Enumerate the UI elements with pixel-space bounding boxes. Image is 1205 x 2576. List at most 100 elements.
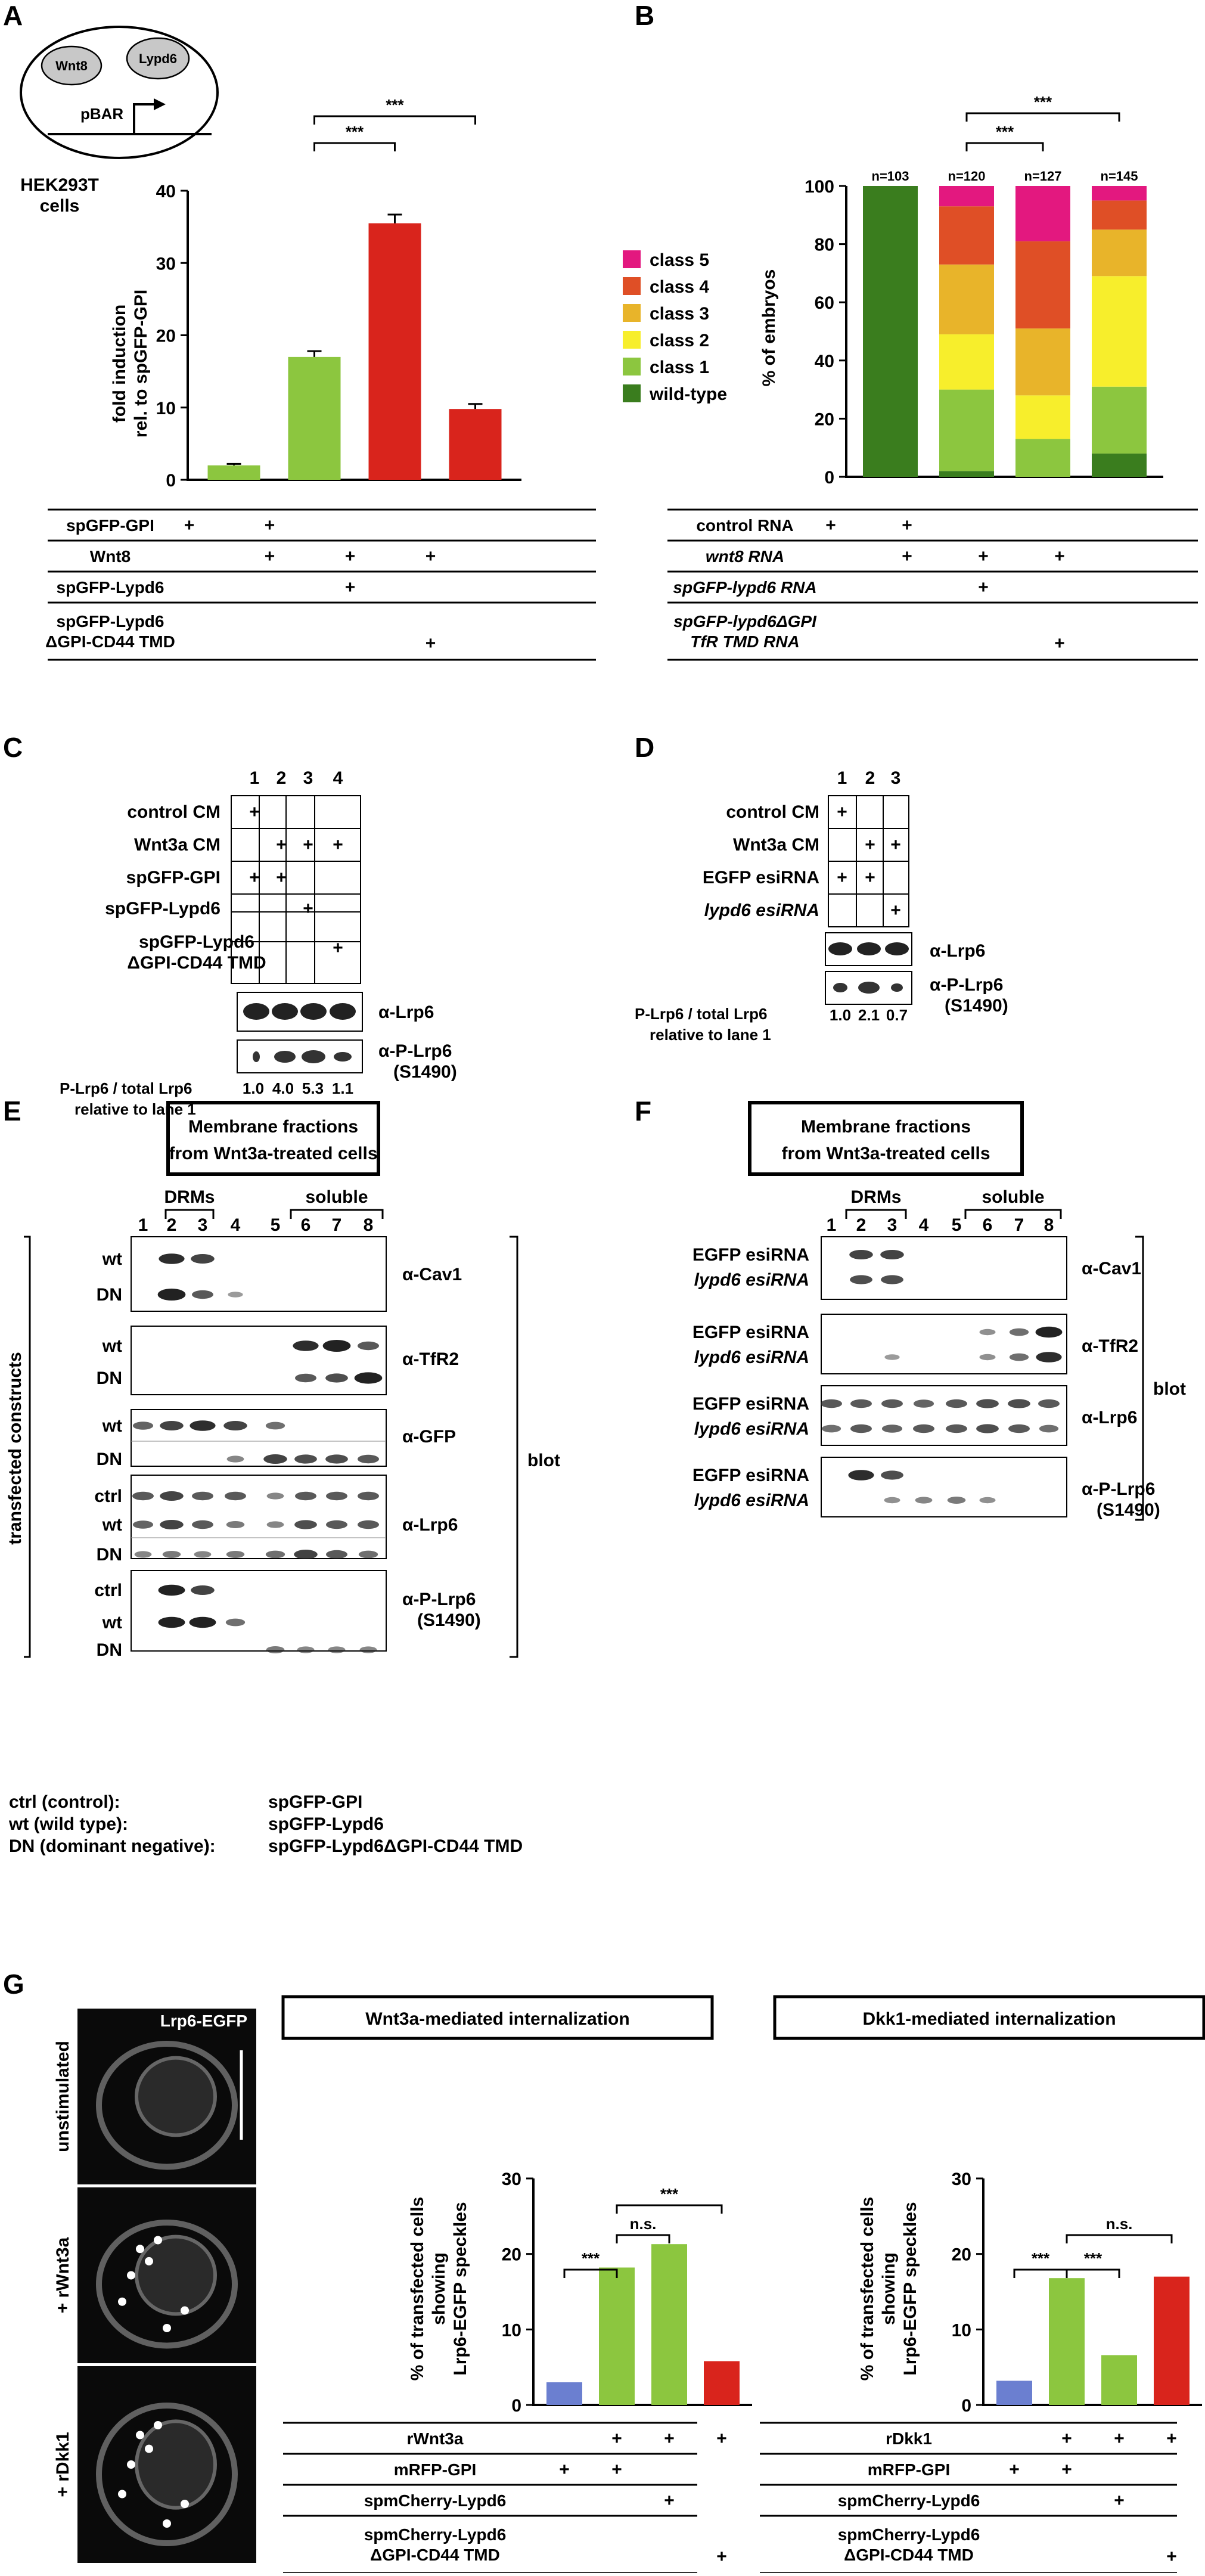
table-row-label: spGFP-lypd6ΔGPI	[673, 612, 817, 631]
speckle	[118, 2490, 126, 2499]
blot-band	[1008, 1399, 1030, 1408]
speckle	[154, 2421, 162, 2429]
table-plus: +	[1114, 2429, 1125, 2448]
sig-bracket-g1b	[616, 2234, 670, 2243]
cell-outline	[20, 26, 219, 159]
b-ylabel: % of embryos	[759, 269, 779, 387]
legend-swatch	[623, 250, 641, 268]
table-plus: +	[345, 578, 356, 597]
blot-label: α-Cav1	[1082, 1259, 1141, 1278]
blot-band	[132, 1422, 154, 1430]
speckle	[154, 2236, 162, 2245]
blot-frame	[131, 1475, 387, 1559]
blot-label: α-Cav1	[402, 1265, 462, 1284]
table-plus: +	[865, 835, 875, 855]
blot-band	[225, 1618, 246, 1627]
blot-frame	[821, 1314, 1067, 1374]
legend-swatch	[623, 277, 641, 295]
bar-segment	[1015, 395, 1070, 439]
sig-bracket-g1b-label: n.s.	[630, 2215, 657, 2233]
table-plus: +	[1114, 2491, 1125, 2510]
table-plus: +	[902, 547, 912, 566]
sig-bracket-g2c	[1066, 2234, 1173, 2243]
blot-row-label: lypd6 esiRNA	[694, 1348, 809, 1367]
table-plus: +	[345, 547, 356, 566]
blot-band	[294, 1454, 317, 1464]
blot-band	[160, 1421, 184, 1430]
g-ylabel: showing	[879, 2252, 899, 2325]
a-ylabel-2: rel. to spGFP-GPI	[131, 290, 151, 437]
sig-bracket-g1c-label: ***	[660, 2185, 679, 2203]
panel-label-e: E	[3, 1095, 21, 1126]
ratio-label: P-Lrp6 / total Lrp6	[635, 1005, 767, 1023]
blot-band	[821, 1399, 842, 1408]
lane-number: 3	[303, 768, 313, 788]
y-tick-label: 0	[961, 2396, 971, 2416]
blot-band	[354, 1372, 383, 1384]
blot-band	[302, 1050, 325, 1063]
bar	[1049, 2278, 1085, 2405]
drms-label: DRMs	[850, 1187, 901, 1207]
a-ylabel-1: fold induction	[110, 305, 129, 423]
table-plus: +	[902, 516, 912, 535]
blot-label: (S1490)	[1097, 1500, 1160, 1520]
chart-title-box	[281, 1995, 714, 2040]
ratio-label: P-Lrp6 / total Lrp6	[60, 1079, 192, 1097]
fraction-number: 6	[983, 1215, 993, 1235]
sig-bracket-a1	[313, 142, 396, 151]
drms-label: DRMs	[164, 1187, 215, 1207]
blot-band	[157, 1289, 186, 1301]
blot-row-label: EGFP esiRNA	[692, 1394, 809, 1414]
blot-band	[915, 1497, 933, 1504]
table-row-label: spmCherry-Lypd6	[364, 2525, 507, 2544]
g-ylabel: % of transfected cells	[408, 2197, 427, 2381]
bar-segment	[1015, 241, 1070, 329]
blot-band	[325, 1454, 348, 1464]
fraction-number: 7	[332, 1215, 342, 1235]
table-plus: +	[825, 516, 836, 535]
y-tick-label: 60	[815, 293, 834, 313]
blot-band	[358, 1520, 379, 1529]
sig-bracket-g2a-label: ***	[1032, 2249, 1050, 2267]
y-tick-label: 100	[805, 177, 834, 197]
blot-band	[160, 1520, 184, 1529]
sig-bracket-a1-label: ***	[346, 123, 364, 141]
blot-band	[160, 1491, 184, 1501]
blot-row-label: wt	[102, 1416, 122, 1436]
blot-label: α-P-Lrp6	[1082, 1479, 1155, 1499]
speckle	[136, 2431, 144, 2440]
membrane-box	[166, 1101, 380, 1176]
bar-segment	[939, 471, 994, 477]
bar	[599, 2267, 635, 2405]
blot-band	[334, 1052, 352, 1062]
table-row-label: ΔGPI-CD44 TMD	[45, 632, 175, 651]
table-plus: +	[1061, 2429, 1072, 2448]
y-tick-label: 40	[815, 352, 834, 371]
legend-label: wild-type	[649, 384, 727, 404]
blot-row-label: lypd6 esiRNA	[694, 1270, 809, 1290]
table-row-label: wnt8 RNA	[706, 547, 784, 566]
blot-band	[850, 1399, 872, 1408]
blot-label: (S1490)	[945, 996, 1008, 1016]
micrograph-side-label: + rDkk1	[53, 2432, 73, 2497]
y-tick-label: 10	[156, 399, 176, 418]
table-row-label: spGFP-lypd6 RNA	[673, 578, 816, 597]
y-tick-label: 10	[502, 2320, 521, 2340]
soluble-label: soluble	[305, 1187, 368, 1207]
table-plus: +	[303, 835, 313, 855]
y-tick-label: 20	[815, 409, 834, 429]
nucleus	[135, 2234, 217, 2316]
speckle	[136, 2245, 144, 2254]
soluble-label: soluble	[982, 1187, 1044, 1207]
table-row-label: spmCherry-Lypd6	[364, 2491, 507, 2510]
blot-band	[358, 1550, 378, 1559]
y-tick-label: 20	[156, 327, 176, 346]
g-ylabel: showing	[429, 2252, 449, 2325]
sig-bracket-g1a-label: ***	[582, 2249, 600, 2267]
blot-row-label: lypd6 esiRNA	[694, 1419, 809, 1439]
blot-band	[266, 1492, 284, 1500]
blot-band	[325, 1373, 348, 1383]
